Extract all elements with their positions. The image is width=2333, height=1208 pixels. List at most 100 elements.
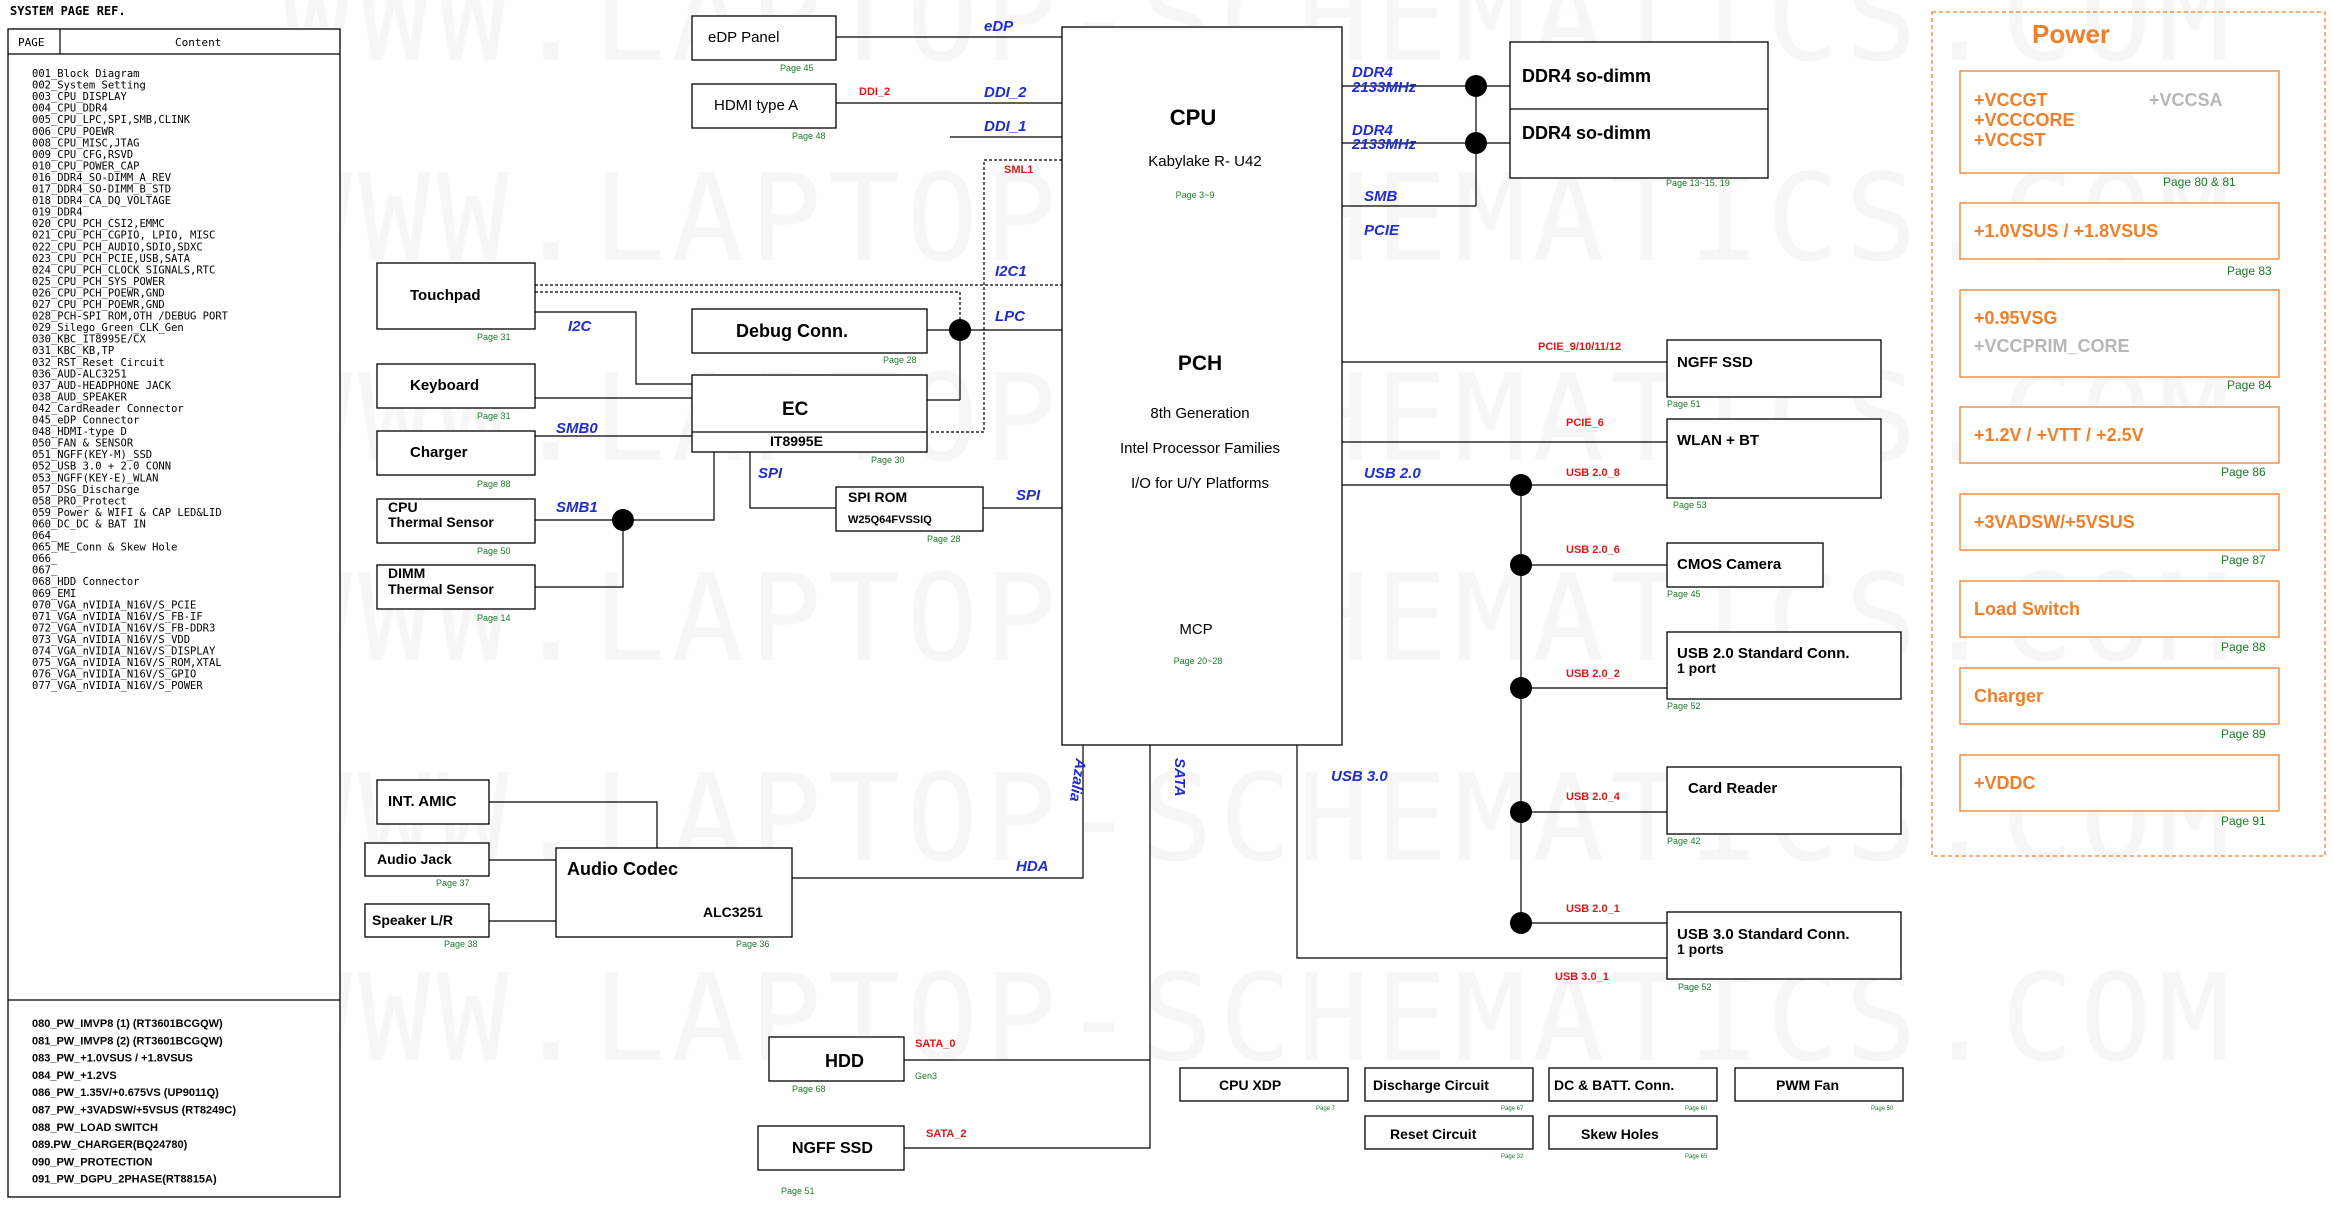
sidebar-item: 069_EMI	[32, 588, 76, 600]
sidebar-power-item: 088_PW_LOAD SWITCH	[32, 1122, 158, 1134]
sig-usb1: USB 2.0_1	[1566, 903, 1620, 915]
bus-sata: SATA	[1171, 758, 1188, 797]
sidebar-power-item: 091_PW_DGPU_2PHASE(RT8815A)	[32, 1174, 217, 1186]
sidebar-item: 052_USB 3.0 + 2.0 CONN	[32, 461, 171, 473]
junction-dots	[612, 75, 1532, 934]
sidebar-item: 070_VGA_nVIDIA_N16V/S_PCIE	[32, 599, 196, 611]
pch-line1: 8th Generation	[1150, 405, 1249, 422]
power-vadsw: +3VADSW/+5VSUS Page 87	[1959, 493, 2280, 567]
sidebar-item: 075_VGA_nVIDIA_N16V/S_ROM,XTAL	[32, 657, 222, 669]
svg-text:Skew Holes: Skew Holes	[1581, 1126, 1659, 1142]
svg-text:WLAN + BT: WLAN + BT	[1677, 432, 1759, 449]
svg-text:Touchpad: Touchpad	[410, 287, 481, 304]
sidebar-power-list: 080_PW_IMVP8 (1) (RT3601BCGQW)081_PW_IMV…	[32, 1018, 236, 1186]
svg-text:Page 51: Page 51	[781, 1186, 815, 1196]
sig-pcie6: PCIE_6	[1566, 417, 1604, 429]
cpu-model: Kabylake R- U42	[1148, 153, 1261, 170]
cpu-xdp-box: CPU XDP Page 7	[1179, 1067, 1349, 1112]
power-charger: Charger Page 89	[1959, 667, 2280, 741]
svg-text:Page 14: Page 14	[477, 613, 511, 623]
svg-text:W25Q64FVSSIQ: W25Q64FVSSIQ	[848, 514, 932, 526]
bus-ddr4-a-speed: 2133MHz	[1351, 79, 1417, 96]
sig-usb4: USB 2.0_4	[1566, 791, 1621, 803]
svg-text:Page 28: Page 28	[927, 534, 961, 544]
sidebar-item: 068_HDD Connector	[32, 576, 139, 588]
sidebar-item: 038_AUD_SPEAKER	[32, 391, 128, 403]
usb3-standard-connector: USB 3.0 Standard Conn. 1 ports Page 52	[1666, 911, 1902, 992]
sig-pcie-ssd: PCIE_9/10/11/12	[1538, 341, 1621, 353]
power-load-switch: Load Switch Page 88	[1959, 580, 2280, 654]
svg-text:EC: EC	[782, 399, 809, 420]
svg-text:Page 88: Page 88	[2221, 640, 2266, 654]
svg-text:1 port: 1 port	[1677, 660, 1716, 676]
bus-ddi2: DDI_2	[984, 84, 1027, 101]
svg-text:Page 60: Page 60	[1685, 1106, 1708, 1112]
svg-text:Page 28: Page 28	[883, 355, 917, 365]
signal-labels: DDI_2 SML1 PCIE_9/10/11/12 PCIE_6 USB 2.…	[859, 86, 1621, 1140]
svg-text:Page 32: Page 32	[1501, 1154, 1524, 1160]
svg-text:Thermal Sensor: Thermal Sensor	[388, 581, 494, 597]
sidebar-item: 017_DDR4_SO-DIMM_B_STD	[32, 184, 171, 196]
sidebar-power-item: 090_PW_PROTECTION	[32, 1156, 152, 1168]
svg-text:Page 50: Page 50	[1871, 1106, 1894, 1112]
audio-jack: Audio Jack Page 37	[364, 842, 490, 888]
sidebar-item: 025_CPU_PCH_SYS_POWER	[32, 276, 165, 288]
mcp-page: Page 20~28	[1174, 656, 1223, 666]
power-vsg: +0.95VSG +VCCPRIM_CORE Page 84	[1959, 289, 2280, 392]
charger: Charger Page 88	[376, 430, 536, 489]
sidebar-col-page: PAGE	[18, 36, 45, 49]
mcp-title: MCP	[1179, 621, 1212, 638]
sidebar-item: 031_KBC_KB,TP	[32, 345, 114, 357]
svg-text:Audio Codec: Audio Codec	[567, 859, 678, 879]
svg-text:Gen3: Gen3	[915, 1071, 937, 1081]
svg-text:Reset Circuit: Reset Circuit	[1390, 1126, 1477, 1142]
sidebar-col-content: Content	[175, 36, 221, 49]
svg-text:Page 52: Page 52	[1678, 982, 1712, 992]
sig-sata0: SATA_0	[915, 1038, 956, 1050]
spi-rom: SPI ROM W25Q64FVSSIQ Page 28	[835, 486, 984, 544]
sidebar-item: 048_HDMI-type D	[32, 426, 127, 438]
svg-text:USB 3.0 Standard Conn.: USB 3.0 Standard Conn.	[1677, 926, 1850, 943]
svg-text:HDD: HDD	[825, 1051, 864, 1071]
sidebar-frame	[7, 28, 341, 1198]
bus-ddi1: DDI_1	[984, 118, 1027, 135]
bus-ddr4-a: DDR4	[1352, 64, 1393, 81]
svg-text:CMOS Camera: CMOS Camera	[1677, 556, 1782, 573]
svg-text:Page 89: Page 89	[2221, 727, 2266, 741]
bus-i2c1: I2C1	[995, 263, 1027, 280]
sig-sml1: SML1	[1004, 164, 1033, 176]
power-panel: Power +VCCGT +VCCCORE +VCCST +VCCSA Page…	[1931, 11, 2326, 857]
svg-text:+1.2V / +VTT / +2.5V: +1.2V / +VTT / +2.5V	[1974, 425, 2144, 445]
sidebar-item: 008_CPU_MISC,JTAG	[32, 137, 139, 149]
hdmi-connector: HDMI type A Page 48	[691, 83, 837, 141]
cmos-camera: CMOS Camera Page 45	[1666, 542, 1824, 599]
sidebar-item: 074_VGA_nVIDIA_N16V/S_DISPLAY	[32, 646, 216, 658]
dc-batt-conn-box: DC & BATT. Conn. Page 60	[1548, 1067, 1718, 1112]
sidebar-item: 021_CPU_PCH_CGPIO, LPIO, MISC	[32, 230, 215, 242]
bus-edp: eDP	[984, 18, 1014, 35]
soc-block: CPU Kabylake R- U42 Page 3~9 PCH 8th Gen…	[1061, 26, 1343, 746]
svg-text:USB 2.0 Standard Conn.: USB 2.0 Standard Conn.	[1677, 645, 1850, 662]
svg-text:Page 83: Page 83	[2227, 264, 2272, 278]
ec-controller: EC IT8995E Page 30	[691, 374, 928, 465]
sidebar-item: 027_CPU_PCH_POEWR,GND	[32, 299, 165, 311]
svg-text:Debug Conn.: Debug Conn.	[736, 321, 848, 341]
bus-lpc: LPC	[995, 308, 1026, 325]
svg-text:Page 84: Page 84	[2227, 378, 2272, 392]
ngff-ssd-pcie: NGFF SSD Page 51	[1666, 339, 1882, 409]
sidebar-item: 042_CardReader Connector	[32, 403, 184, 415]
cpu-thermal-sensor: CPU Thermal Sensor Page 50	[376, 498, 536, 556]
sidebar-item: 051_NGFF(KEY-M)_SSD	[32, 449, 152, 461]
bus-ddr4-b-speed: 2133MHz	[1351, 136, 1417, 153]
sidebar-item: 071_VGA_nVIDIA_N16V/S_FB-IF	[32, 611, 203, 623]
sidebar-item: 066_	[32, 553, 58, 565]
power-vcc-core: +VCCGT +VCCCORE +VCCST +VCCSA Page 80 & …	[1959, 70, 2280, 189]
svg-text:Page 52: Page 52	[1667, 701, 1701, 711]
svg-text:Page 42: Page 42	[1667, 836, 1701, 846]
sidebar-item: 004_CPU_DDR4	[32, 103, 108, 115]
sidebar-item: 064_	[32, 530, 58, 542]
reset-circuit-box: Reset Circuit Page 32	[1364, 1115, 1534, 1160]
svg-text:DC & BATT. Conn.: DC & BATT. Conn.	[1554, 1077, 1674, 1093]
svg-text:INT. AMIC: INT. AMIC	[388, 793, 457, 810]
